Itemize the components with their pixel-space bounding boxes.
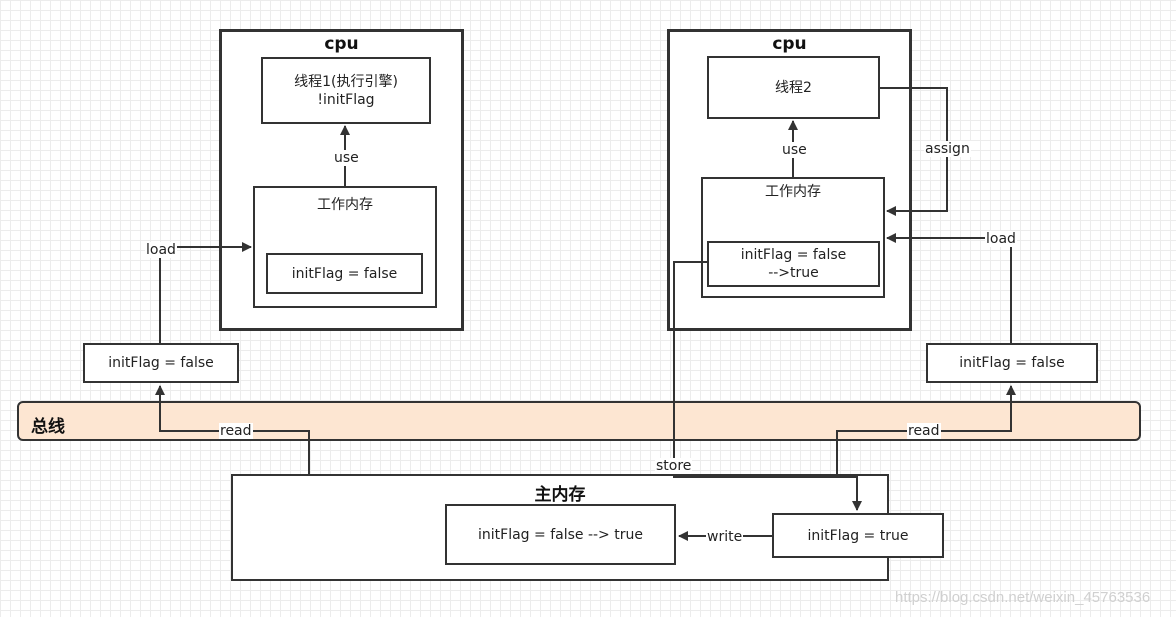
load-label-right: load xyxy=(985,231,1017,247)
work-memory-right-title: 工作内存 xyxy=(765,184,821,200)
load-arrow-left xyxy=(159,242,252,343)
stored-value-box: initFlag = true xyxy=(772,513,944,558)
main-memory-title: 主内存 xyxy=(534,485,586,505)
read-label-right: read xyxy=(907,423,941,439)
work-memory-left-title: 工作内存 xyxy=(317,197,373,213)
thread1-box: 线程1(执行引擎) !initFlag xyxy=(261,57,431,124)
bus-bar: 总线 xyxy=(17,401,1141,441)
left-copy-box: initFlag = false xyxy=(83,343,239,383)
use-label-right: use xyxy=(781,142,808,158)
bus-label: 总线 xyxy=(31,417,65,437)
cpu-left-title: cpu xyxy=(324,34,359,54)
store-label: store xyxy=(655,458,693,474)
work-memory-left-value: initFlag = false xyxy=(266,253,423,294)
final-value-box: initFlag = false --> true xyxy=(445,504,676,565)
load-label-left: load xyxy=(145,242,177,258)
store-arrow xyxy=(673,261,862,511)
use-label-left: use xyxy=(333,150,360,166)
write-label: write xyxy=(706,529,744,545)
right-copy-box: initFlag = false xyxy=(926,343,1098,383)
load-arrow-right xyxy=(886,233,1012,343)
cpu-right-title: cpu xyxy=(772,34,807,54)
assign-label: assign xyxy=(924,141,971,157)
thread2-box: 线程2 xyxy=(707,56,880,119)
work-memory-right-value: initFlag = false -->true xyxy=(707,241,880,287)
watermark-text: https://blog.csdn.net/weixin_45763536 xyxy=(895,589,1151,606)
read-label-left: read xyxy=(219,423,253,439)
